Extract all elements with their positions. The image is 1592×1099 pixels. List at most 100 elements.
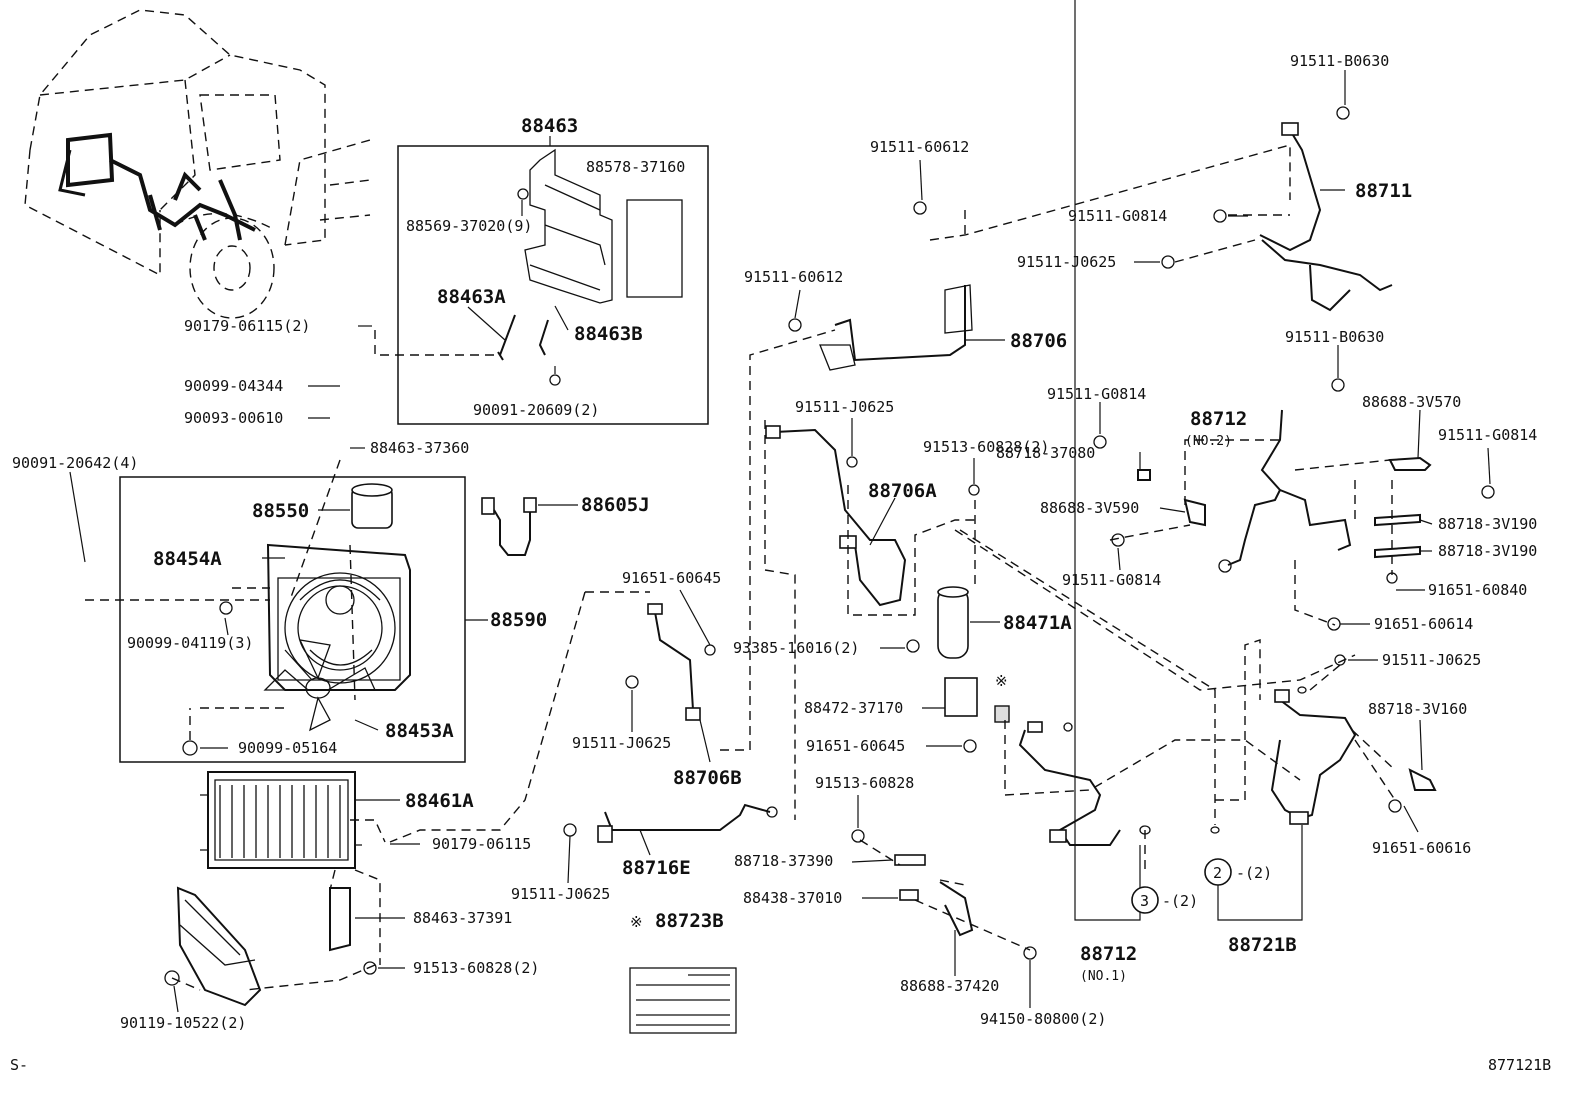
pipe-88716E — [563, 803, 778, 843]
label-91513-60828-2a: 91513-60828(2) — [923, 438, 1049, 456]
label-91651-60614: 91651-60614 — [1374, 615, 1473, 633]
label-88706B: 88706B — [673, 767, 742, 789]
label-88438-37010: 88438-37010 — [743, 889, 842, 907]
label-88718-37080: 88718-37080 — [996, 444, 1095, 462]
footer-left-code: S- — [10, 1056, 28, 1074]
label-88718-3V160: 88718-3V160 — [1368, 700, 1467, 718]
label-88718-37390: 88718-37390 — [734, 852, 833, 870]
label-88711: 88711 — [1355, 180, 1412, 202]
label-90179-06115-2: 90179-06115(2) — [184, 317, 310, 335]
callouts: 3 -(2) 2 -(2) ※ — [995, 672, 1272, 914]
label-88716E: 88716E — [622, 857, 691, 879]
label-94150-80800: 94150-80800(2) — [980, 1010, 1106, 1028]
label-88463-37360: 88463-37360 — [370, 439, 469, 457]
leader-lines — [69, 0, 1491, 1013]
pipe-88706B — [625, 603, 716, 721]
label-90099-04119: 90099-04119(3) — [127, 634, 253, 652]
label-90179-06115: 90179-06115 — [432, 835, 531, 853]
pipe-88706A — [765, 425, 907, 607]
label-88472-37170: 88472-37170 — [804, 699, 903, 717]
label-91511-B0630b: 91511-B0630 — [1285, 328, 1384, 346]
label-91511-B0630a: 91511-B0630 — [1290, 52, 1389, 70]
bracket-88688-37420 — [851, 829, 1037, 960]
label-91513-60828-2b: 91513-60828(2) — [413, 959, 539, 977]
receiver-dryer-88471A — [906, 484, 1010, 753]
callout-circle-2 — [1204, 858, 1232, 886]
hose-88712-no2 — [1218, 378, 1352, 573]
callout-circle-3 — [1131, 886, 1159, 914]
label-91651-60840: 91651-60840 — [1428, 581, 1527, 599]
label-plate-88723B — [629, 967, 737, 1034]
hose-88712-no1 — [1018, 721, 1151, 846]
note-mark-88723B: ※ — [630, 913, 643, 931]
label-90119-10522: 90119-10522(2) — [120, 1014, 246, 1032]
label-88454A: 88454A — [153, 548, 222, 570]
label-88706: 88706 — [1010, 330, 1067, 352]
label-88712-top: 88712 — [1190, 408, 1247, 430]
label-88461A: 88461A — [405, 790, 474, 812]
label-88688-3V590: 88688-3V590 — [1040, 499, 1139, 517]
label-91651-60645b: 91651-60645 — [806, 737, 905, 755]
label-91511-J0625c: 91511-J0625 — [795, 398, 894, 416]
label-88688-3V570: 88688-3V570 — [1362, 393, 1461, 411]
label-91651-60616: 91651-60616 — [1372, 839, 1471, 857]
vehicle-illustration — [24, 9, 371, 319]
label-88712-no1: (NO.1) — [1080, 969, 1127, 984]
label-88550: 88550 — [252, 500, 309, 522]
pipe-88706 — [788, 201, 973, 371]
callout-3-qty: -(2) — [1162, 892, 1198, 910]
lower-bracket-88463-37391 — [164, 886, 377, 1007]
label-90091-20609: 90091-20609(2) — [473, 401, 599, 419]
label-91511-G0814c: 91511-G0814 — [1438, 426, 1537, 444]
label-90099-05164: 90099-05164 — [238, 739, 337, 757]
label-88578-37160: 88578-37160 — [586, 158, 685, 176]
label-91511-J0625b: 91511-J0625 — [511, 885, 610, 903]
callout-2-qty: -(2) — [1236, 864, 1272, 882]
label-88463-37391: 88463-37391 — [413, 909, 512, 927]
group-frame-88463 — [397, 145, 709, 425]
label-88712-bottom: 88712 — [1080, 943, 1137, 965]
label-90093-00610: 90093-00610 — [184, 409, 283, 427]
label-88706A: 88706A — [868, 480, 937, 502]
label-91513-60828: 91513-60828 — [815, 774, 914, 792]
bracket-kit-88463-group — [397, 136, 709, 425]
label-88590: 88590 — [490, 609, 547, 631]
fan-assembly-group — [119, 476, 466, 763]
callout-3: 3 — [1140, 892, 1149, 910]
label-91511-J0625e: 91511-J0625 — [1382, 651, 1481, 669]
label-91511-G0814b: 91511-G0814 — [1047, 385, 1146, 403]
label-93385-16016: 93385-16016(2) — [733, 639, 859, 657]
label-88463B: 88463B — [574, 323, 643, 345]
label-88471A: 88471A — [1003, 612, 1072, 634]
callout-2: 2 — [1213, 864, 1222, 882]
label-88605J: 88605J — [581, 494, 650, 516]
label-91511-J0625a: 91511-J0625 — [572, 734, 671, 752]
label-91511-J0625d: 91511-J0625 — [1017, 253, 1116, 271]
label-88569-37020: 88569-37020(9) — [406, 217, 532, 235]
label-90091-20642: 90091-20642(4) — [12, 454, 138, 472]
label-88463A: 88463A — [437, 286, 506, 308]
note-mark-dryer: ※ — [995, 672, 1008, 690]
label-88688-37420: 88688-37420 — [900, 977, 999, 995]
label-88723B: 88723B — [655, 910, 724, 932]
label-91651-60645a: 91651-60645 — [622, 569, 721, 587]
condenser-88461A — [200, 771, 362, 869]
label-88721B: 88721B — [1228, 934, 1297, 956]
hose-88721B — [1210, 686, 1437, 834]
label-88718-3V190a: 88718-3V190 — [1438, 515, 1537, 533]
part-labels: 88463 88578-37160 88569-37020(9) 88463A … — [12, 52, 1537, 1032]
hose-88711 — [1161, 106, 1393, 312]
label-88718-3V190b: 88718-3V190 — [1438, 542, 1537, 560]
label-91511-60612a: 91511-60612 — [870, 138, 969, 156]
label-90099-04344: 90099-04344 — [184, 377, 283, 395]
label-88712-no2: (NO.2) — [1185, 434, 1232, 449]
connection-lines — [85, 144, 1396, 991]
label-88453A: 88453A — [385, 720, 454, 742]
brackets-right — [1093, 435, 1495, 666]
label-88463: 88463 — [521, 115, 578, 137]
harness-88605J — [481, 497, 537, 556]
footer-diagram-number: 877121B — [1488, 1056, 1551, 1074]
label-91511-G0814a: 91511-G0814 — [1068, 207, 1167, 225]
label-91511-60612b: 91511-60612 — [744, 268, 843, 286]
label-91511-G0814d: 91511-G0814 — [1062, 571, 1161, 589]
